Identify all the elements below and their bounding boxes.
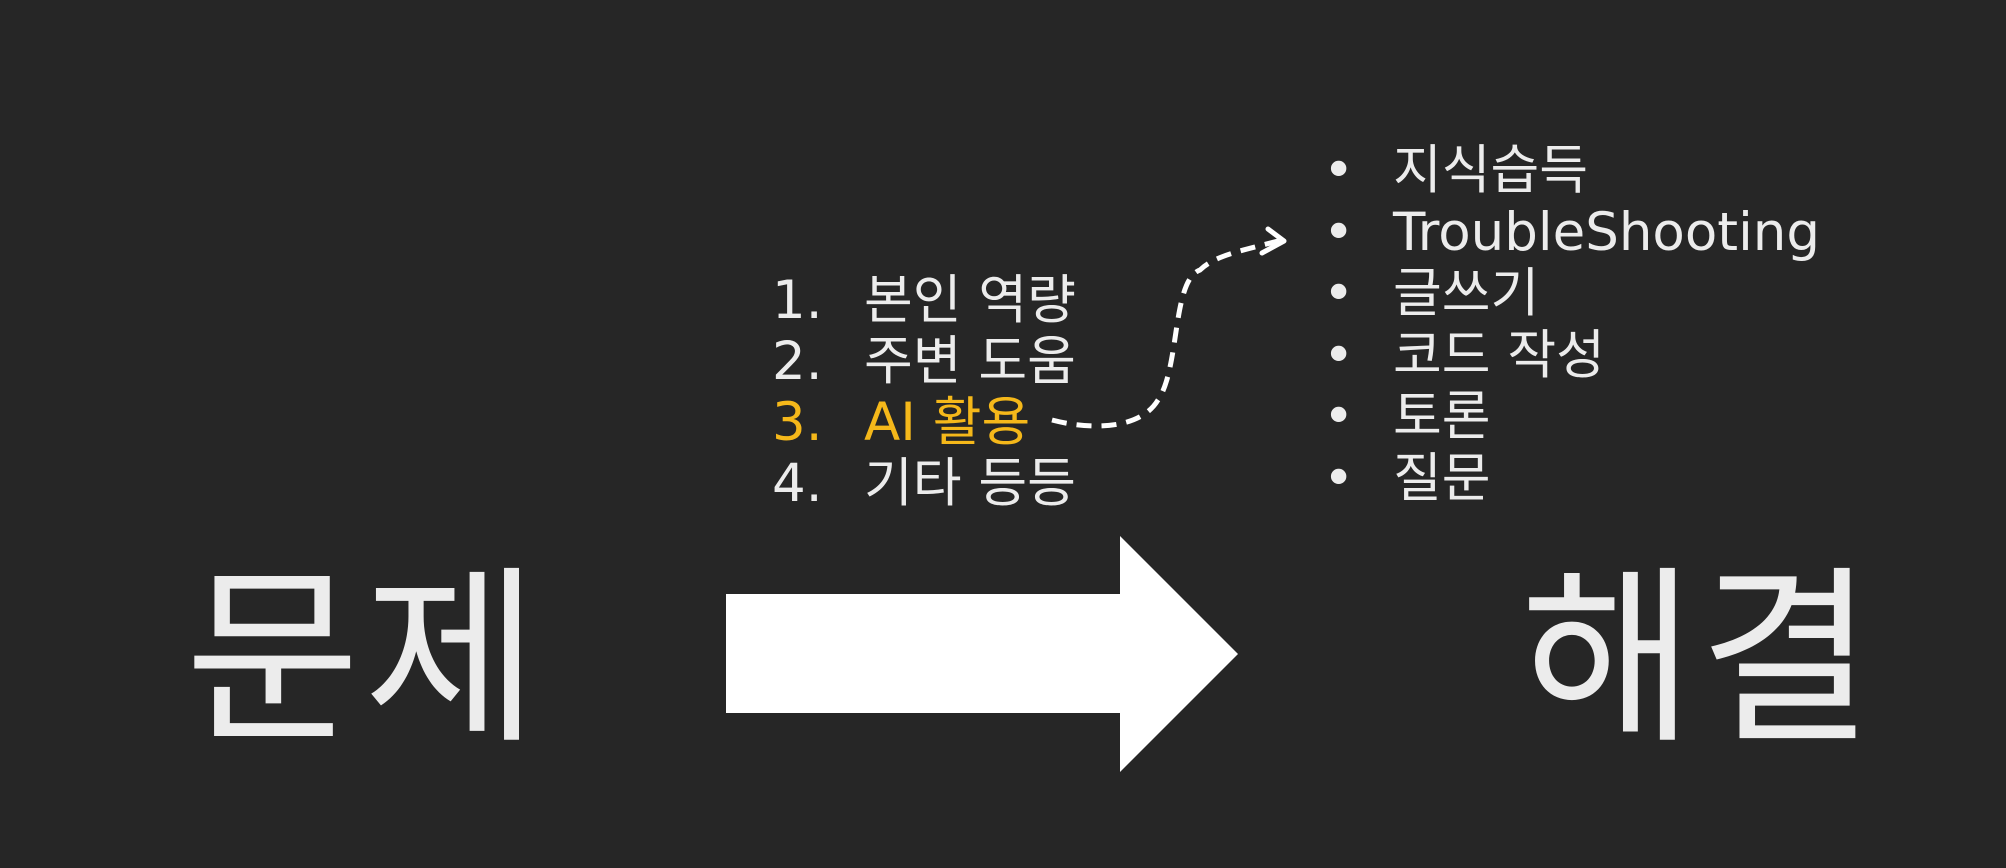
method-item-highlighted: 3. AI 활용 [772, 392, 1076, 453]
ai-use-label: TroubleShooting [1393, 201, 1821, 263]
method-label: 기타 등등 [864, 453, 1076, 514]
method-number: 4. [772, 453, 823, 514]
methods-list: 1. 본인 역량 2. 주변 도움 3. AI 활용 4. 기타 등등 [772, 270, 1076, 514]
method-item: 2. 주변 도움 [772, 331, 1076, 392]
problem-title: 문제 [185, 549, 543, 770]
method-label: 주변 도움 [864, 331, 1076, 392]
ai-use-item: • 코드 작성 [1315, 325, 1820, 387]
ai-use-label: 코드 작성 [1393, 324, 1605, 386]
solution-title: 해결 [1520, 549, 1878, 770]
bullet-icon: • [1323, 140, 1355, 201]
bullet-icon: • [1323, 201, 1355, 263]
method-number: 2. [772, 331, 823, 392]
ai-use-label: 지식습득 [1393, 140, 1589, 201]
method-item: 1. 본인 역량 [772, 270, 1076, 331]
bullet-icon: • [1323, 263, 1355, 324]
bullet-icon: • [1323, 447, 1355, 509]
bullet-icon: • [1323, 324, 1355, 386]
method-label: 본인 역량 [864, 270, 1076, 331]
ai-use-label: 토론 [1393, 386, 1491, 447]
ai-use-item: • 글쓰기 [1315, 263, 1820, 325]
ai-use-item: • 토론 [1315, 386, 1820, 448]
ai-use-item: • 지식습득 [1315, 140, 1820, 202]
method-label: AI 활용 [864, 392, 1031, 453]
method-number: 1. [772, 270, 823, 331]
ai-use-item: • 질문 [1315, 448, 1820, 510]
ai-use-label: 글쓰기 [1393, 263, 1540, 324]
method-item: 4. 기타 등등 [772, 453, 1076, 514]
ai-use-item: • TroubleShooting [1315, 202, 1820, 264]
method-number: 3. [772, 392, 823, 453]
bullet-icon: • [1323, 386, 1355, 447]
ai-uses-list: • 지식습득 • TroubleShooting • 글쓰기 • 코드 작성 •… [1315, 140, 1820, 509]
ai-use-label: 질문 [1393, 447, 1491, 509]
